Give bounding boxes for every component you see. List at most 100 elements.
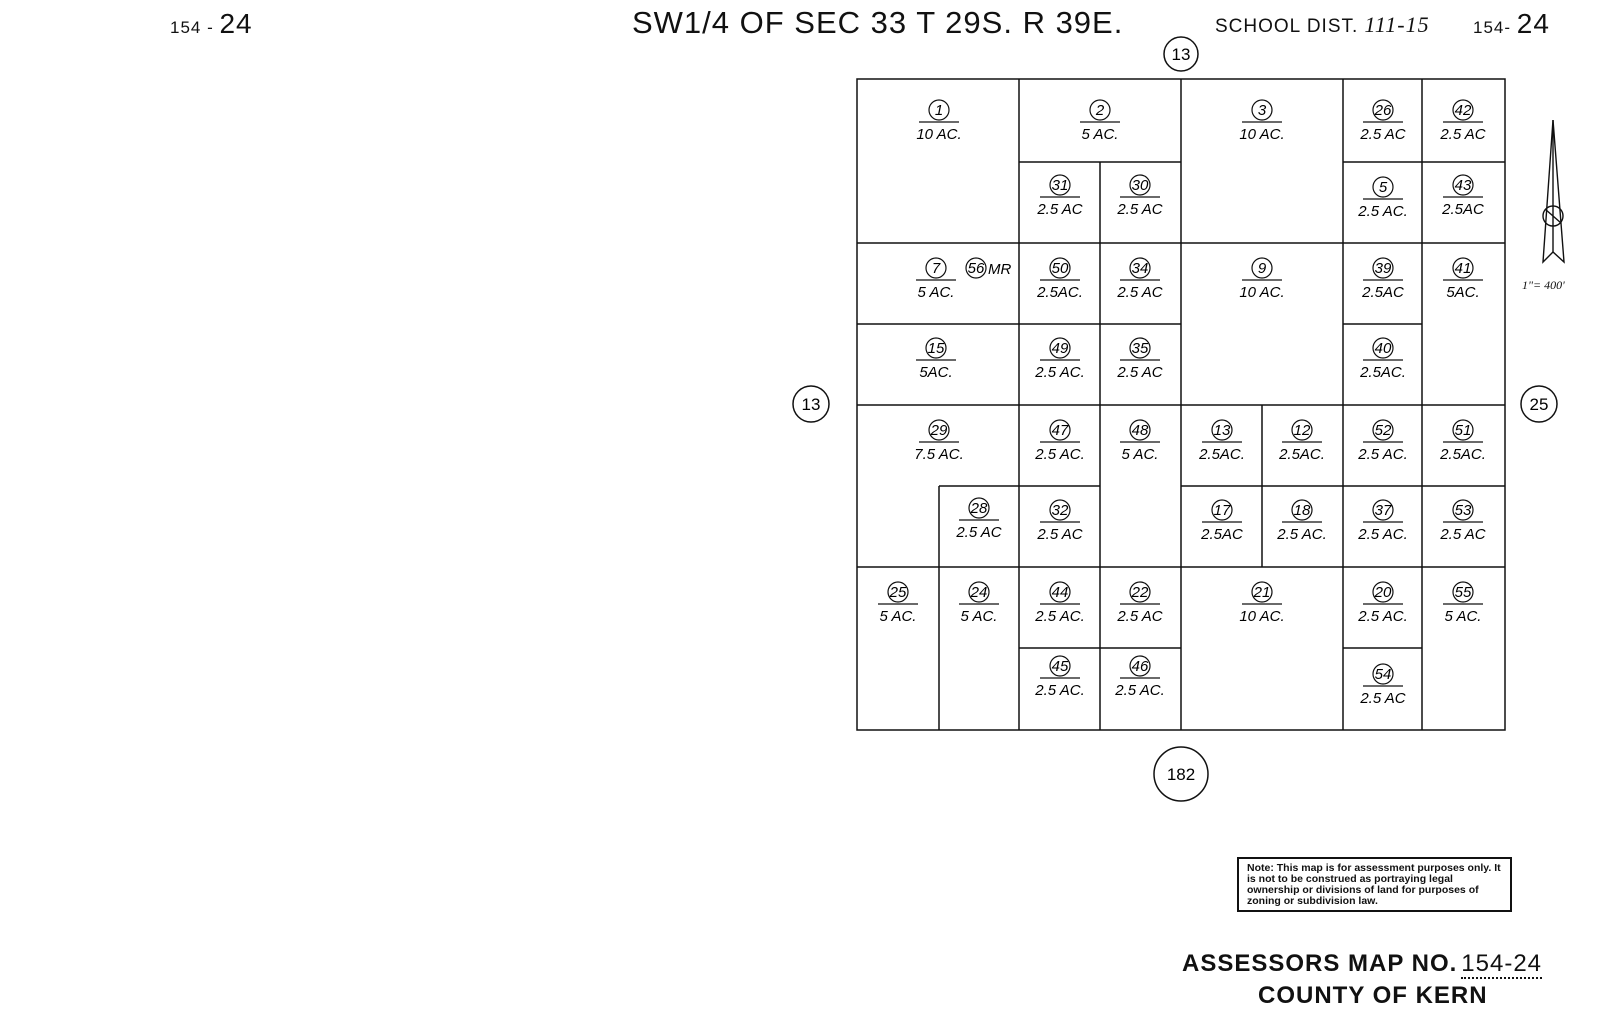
parcel-acreage: 5 AC. [1082,126,1119,143]
parcel-number: 9 [1258,260,1267,277]
parcel-acreage: 5 AC. [961,608,998,625]
parcel-number-circle [1049,419,1071,441]
parcel-number: 42 [1455,102,1472,119]
parcel-number-circle [1049,581,1071,603]
map-number-value: 154-24 [1461,950,1543,979]
parcel-label: 15 5AC. [916,337,956,381]
parcel-acreage: 2.5 AC. [1357,203,1407,220]
assessment-disclaimer-note: Note: This map is for assessment purpose… [1237,857,1512,912]
parcel-label: 310 AC. [1239,99,1285,143]
parcel-number: 5 [1379,179,1388,196]
parcel-acreage: 2.5 AC [1116,364,1162,381]
parcel-number: 2 [1095,102,1105,119]
parcel-label: 262.5 AC [1359,99,1406,143]
dash: - [1504,18,1517,37]
parcel-acreage: 2.5 AC. [1114,682,1164,699]
parcel-number-circle [1452,174,1474,196]
parcel-number: 55 [1455,584,1472,601]
map-page-number-right: 154- 24 [1473,8,1550,40]
parcel-number-circle [1251,581,1273,603]
parcel-number: 1 [935,102,943,119]
parcel-number: 52 [1375,422,1392,439]
parcel-label: 28 2.5 AC [955,497,1002,541]
parcel-acreage: 2.5AC [1441,201,1484,218]
parcel-number-circle [1049,655,1071,677]
parcel-number-circle [1129,174,1151,196]
parcel-number-circle [925,337,947,359]
parcel-label: 352.5 AC [1116,337,1163,381]
parcel-number: 49 [1052,340,1069,357]
mineral-rights-label: 56 MR [965,257,1011,279]
parcel-label: 202.5 AC. [1357,581,1408,625]
parcel-number-circle [968,581,990,603]
parcel-number: 3 [1258,102,1267,119]
parcel-number-circle [1129,337,1151,359]
parcel-number: 40 [1375,340,1392,357]
parcel-number: 46 [1132,658,1149,675]
mineral-rights-suffix: MR [988,261,1011,278]
parcel-label: 555 AC. [1443,581,1483,625]
adjacent-map-number: 13 [802,395,821,414]
parcel-label: 302.5 AC [1116,174,1163,218]
map-page-prefix: 154 [1473,18,1505,37]
parcel-label: 342.5 AC [1116,257,1163,301]
adjacent-map-circle [1163,36,1199,72]
adjacent-map-south: 182 [1153,746,1209,802]
parcel-acreage: 2.5 AC [1036,526,1082,543]
adjacent-map-number: 13 [1172,45,1191,64]
parcel-acreage: 2.5 AC [1359,126,1405,143]
school-district: SCHOOL DIST. 111-15 [1215,12,1430,38]
parcel-number-circle [1372,257,1394,279]
parcel-number-circle [1291,419,1313,441]
parcel-number: 13 [1214,422,1231,439]
adjacent-map-circle [1153,746,1209,802]
parcel-acreage: 5 AC. [1122,446,1159,463]
parcel-number-circle [1049,499,1071,521]
parcel-number-circle [928,99,950,121]
parcel-number: 28 [970,500,988,517]
parcel-number: 15 [928,340,945,357]
parcel-number-circle [1129,257,1151,279]
parcel-labels: 1 10 AC. 2 5 AC. 310 AC. 262.5 AC 42 2.5 AC 3 1 2.… [878,99,1486,707]
parcel-number-circle [1089,99,1111,121]
parcel-number: 44 [1052,584,1069,601]
parcel-number: 32 [1052,502,1069,519]
parcel-acreage: 10 AC. [916,126,961,143]
parcel-number-circle [1251,99,1273,121]
map-title: SW1/4 OF SEC 33 T 29S. R 39E. [632,5,1124,40]
parcel-label: 1 10 AC. [916,99,962,143]
parcel-label: 245 AC. [959,581,999,625]
parcel-number-circle [1049,257,1071,279]
parcel-acreage: 2.5 AC [1116,608,1162,625]
parcel-acreage: 2.5 AC [955,524,1001,541]
parcel-label: 402.5AC. [1359,337,1406,381]
parcel-acreage: 2.5 AC. [1357,608,1407,625]
parcel-number-circle [1452,419,1474,441]
parcel-label: 222.5 AC [1116,581,1163,625]
parcel-acreage: 5AC. [919,364,952,381]
parcel-label: 44 2.5 AC. [1034,581,1085,625]
parcel-number: 43 [1455,177,1472,194]
parcel-number: 39 [1375,260,1392,277]
parcel-number: 54 [1375,666,1392,683]
map-page-suffix: 24 [219,8,253,39]
adjacent-map-north: 13 [1163,36,1199,72]
parcel-number-circle [1211,499,1233,521]
parcel-number: 21 [1253,584,1271,601]
parcel-acreage: 5 AC. [918,284,955,301]
parcel-acreage: 5AC. [1446,284,1479,301]
parcel-number: 18 [1294,502,1311,519]
parcel-number: 7 [932,260,941,277]
parcel-acreage: 2.5AC. [1278,446,1325,463]
parcel-number-circle [925,257,947,279]
school-district-label: SCHOOL DIST. [1215,16,1359,37]
parcel-number-circle [1129,581,1151,603]
parcel-number-circle [1291,499,1313,521]
parcel-acreage: 2.5 AC [1116,284,1162,301]
parcel-acreage: 2.5 AC. [1034,608,1084,625]
north-arrow-icon [1542,119,1565,264]
parcel-label: 452.5 AC. [1034,655,1085,699]
parcel-number: 45 [1052,658,1069,675]
map-page-number-left: 154 - 24 [170,8,253,40]
